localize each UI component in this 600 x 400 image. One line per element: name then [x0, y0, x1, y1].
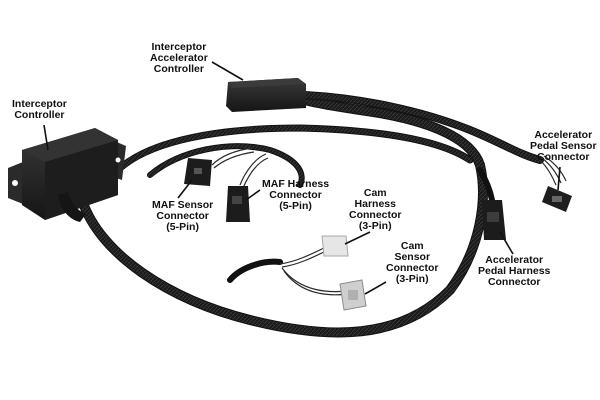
callout-accelerator-pedal-sensor-connector: [557, 166, 561, 191]
accelerator-pedal-harness-connector-device: [482, 200, 506, 240]
label-accelerator-pedal-harness-connector: Accelerator Pedal Harness Connector: [478, 254, 551, 288]
label-maf-sensor-connector: MAF Sensor Connector (5-Pin): [152, 199, 214, 233]
callout-cam-sensor-connector: [364, 281, 387, 295]
callout-accelerator-pedal-harness-connector: [499, 231, 514, 255]
lead-wires: [211, 86, 567, 296]
maf-harness-connector-device: [226, 186, 250, 222]
callout-cam-harness-connector: [344, 231, 371, 245]
callout-interceptor-accelerator-controller: [211, 61, 244, 81]
label-cam-harness-connector: Cam Harness Connector (3-Pin): [349, 187, 402, 232]
label-maf-harness-connector: MAF Harness Connector (5-Pin): [262, 178, 330, 212]
interceptor-controller-device: [8, 128, 126, 222]
interceptor-accelerator-controller-device: [226, 78, 306, 112]
accelerator-pedal-sensor-connector-device: [542, 186, 572, 212]
maf-sensor-connector-device: [184, 158, 212, 186]
callout-maf-sensor-connector: [177, 179, 193, 199]
label-accelerator-pedal-sensor-connector: Accelerator Pedal Sensor Connector: [530, 129, 597, 163]
cam-sensor-connector-device: [339, 279, 367, 311]
callout-lines: [43, 61, 561, 295]
label-interceptor-accelerator-controller: Interceptor Accelerator Controller: [150, 41, 208, 75]
label-interceptor-controller: Interceptor Controller: [12, 98, 67, 121]
label-cam-sensor-connector: Cam Sensor Connector (3-Pin): [386, 240, 439, 285]
callout-interceptor-controller: [43, 124, 49, 151]
callout-maf-harness-connector: [245, 189, 261, 201]
braided-loom: [77, 91, 544, 338]
cam-harness-connector-device: [321, 235, 349, 257]
